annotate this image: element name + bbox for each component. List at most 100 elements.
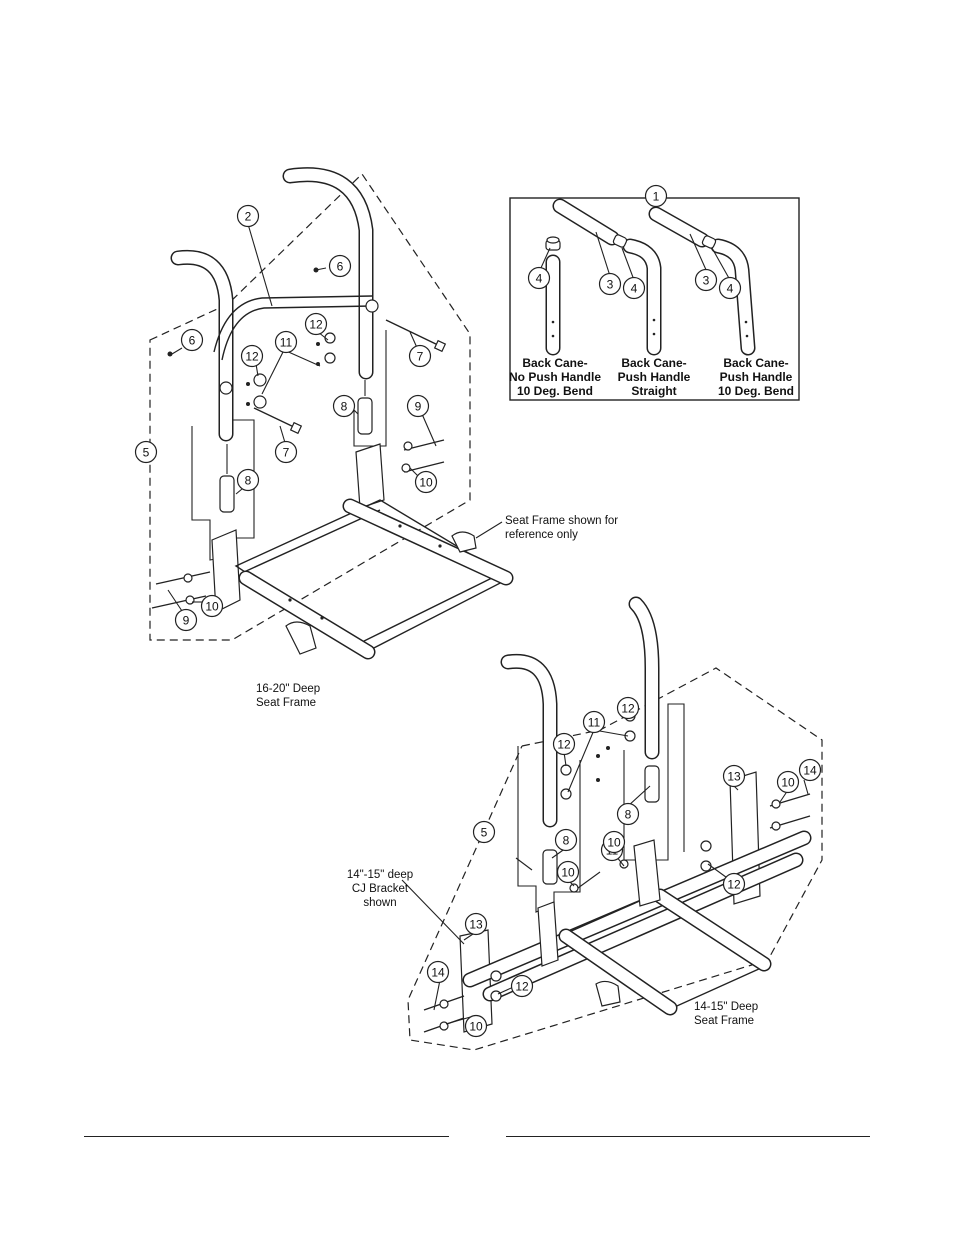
- svg-text:6: 6: [337, 260, 344, 274]
- top-assembly-caption-line-1: Seat Frame: [256, 697, 316, 709]
- callout-top-10: 9: [406, 394, 430, 418]
- svg-text:12: 12: [309, 318, 323, 332]
- svg-text:5: 5: [143, 446, 150, 460]
- callout-top-6: 7: [408, 344, 432, 368]
- svg-text:13: 13: [469, 918, 483, 932]
- callout-bottom-0: 12: [616, 696, 640, 720]
- bottom-assembly-caption-line-1: Seat Frame: [694, 1015, 754, 1027]
- footer-rule-left: [84, 1136, 449, 1137]
- back-cane-no-push-handle: [545, 236, 561, 356]
- svg-text:8: 8: [625, 808, 632, 822]
- svg-text:12: 12: [621, 702, 635, 716]
- svg-text:10: 10: [781, 776, 795, 790]
- callout-bottom-8: 5: [472, 820, 496, 844]
- top-assembly-16-20-deep: [149, 167, 514, 660]
- inset-col2-line2: Push Handle: [618, 370, 691, 384]
- svg-text:4: 4: [631, 282, 638, 296]
- seat-frame-reference-note-line-1: reference only: [505, 529, 578, 541]
- svg-text:8: 8: [245, 474, 252, 488]
- cj-bracket-note-line-1: CJ Bracket: [352, 883, 409, 895]
- inset-col2-line1: Back Cane-: [621, 356, 686, 370]
- svg-text:14: 14: [803, 764, 817, 778]
- inset-col2-line3: Straight: [631, 384, 676, 398]
- svg-text:10: 10: [469, 1020, 483, 1034]
- svg-text:9: 9: [415, 400, 422, 414]
- inset-col3-line3: 10 Deg. Bend: [718, 384, 794, 398]
- callout-bottom-7: 14: [798, 758, 822, 782]
- callout-top-0: 2: [236, 204, 260, 228]
- svg-text:1: 1: [653, 190, 660, 204]
- callout-bottom-2: 12: [552, 732, 576, 756]
- callout-bottom-15: 14: [426, 960, 450, 984]
- svg-text:14: 14: [431, 966, 445, 980]
- callout-bottom-4: 8: [554, 828, 578, 852]
- svg-text:7: 7: [283, 446, 290, 460]
- callout-bottom-16: 10: [464, 1014, 488, 1038]
- back-cane-push-handle-straight: [552, 198, 662, 356]
- svg-text:10: 10: [561, 866, 575, 880]
- svg-text:2: 2: [245, 210, 252, 224]
- callout-top-3: 12: [240, 344, 264, 368]
- svg-text:6: 6: [189, 334, 196, 348]
- svg-text:9: 9: [183, 614, 190, 628]
- svg-text:10: 10: [205, 600, 219, 614]
- callout-top-7: 7: [274, 440, 298, 464]
- seat-frame-reference-note-line-0: Seat Frame shown for: [505, 515, 618, 527]
- callout-top-9: 8: [236, 468, 260, 492]
- callout-bottom-5: 13: [722, 764, 746, 788]
- svg-text:3: 3: [703, 274, 710, 288]
- bottom-assembly-14-15-deep: [401, 596, 823, 1051]
- callout-inset-1: 1: [644, 184, 668, 208]
- svg-text:12: 12: [245, 350, 259, 364]
- callout-bottom-1: 11: [582, 710, 606, 734]
- inset-col3-line2: Push Handle: [720, 370, 793, 384]
- callout-inset-1-0: 3: [598, 272, 622, 296]
- svg-text:12: 12: [727, 878, 741, 892]
- callout-top-5: 12: [304, 312, 328, 336]
- callout-bottom-3: 8: [616, 802, 640, 826]
- callout-inset-1-1: 4: [622, 276, 646, 300]
- callout-bottom-12: 12: [722, 872, 746, 896]
- callout-top-1: 6: [328, 254, 352, 278]
- cj-bracket-note-line-2: shown: [363, 897, 396, 909]
- svg-text:12: 12: [557, 738, 571, 752]
- callout-top-4: 11: [274, 330, 298, 354]
- callout-top-2: 6: [180, 328, 204, 352]
- callout-bottom-9: 10: [556, 860, 580, 884]
- inset-col1-line2: No Push Handle: [509, 370, 601, 384]
- svg-text:11: 11: [588, 716, 601, 730]
- callout-top-11: 10: [414, 470, 438, 494]
- bottom-assembly-caption-line-0: 14-15" Deep: [694, 1001, 758, 1013]
- svg-text:10: 10: [607, 836, 621, 850]
- callout-bottom-14: 12: [510, 974, 534, 998]
- inset-col3-line1: Back Cane-: [723, 356, 788, 370]
- svg-text:10: 10: [419, 476, 433, 490]
- callout-inset-2-1: 4: [718, 276, 742, 300]
- cj-bracket-note-line-0: 14"-15" deep: [347, 869, 413, 881]
- svg-text:8: 8: [563, 834, 570, 848]
- callout-bottom-13: 13: [464, 912, 488, 936]
- svg-text:13: 13: [727, 770, 741, 784]
- inset-col1-line1: Back Cane-: [522, 356, 587, 370]
- inset-back-cane-options: Back Cane- No Push Handle 10 Deg. Bend B…: [509, 197, 800, 401]
- svg-text:4: 4: [727, 282, 734, 296]
- callout-bottom-11: 10: [602, 830, 626, 854]
- callout-inset-0-0: 4: [527, 266, 551, 290]
- callout-inset-2-0: 3: [694, 268, 718, 292]
- svg-text:4: 4: [536, 272, 543, 286]
- svg-text:7: 7: [417, 350, 424, 364]
- callout-top-14: 9: [174, 608, 198, 632]
- svg-text:11: 11: [280, 336, 293, 350]
- callout-top-12: 5: [134, 440, 158, 464]
- footer-rule-right: [506, 1136, 870, 1137]
- top-assembly-boundary: [149, 173, 471, 641]
- svg-text:8: 8: [341, 400, 348, 414]
- svg-text:5: 5: [481, 826, 488, 840]
- inset-col1-line3: 10 Deg. Bend: [517, 384, 593, 398]
- callout-bottom-6: 10: [776, 770, 800, 794]
- svg-text:3: 3: [607, 278, 614, 292]
- back-cane-push-handle-10deg: [648, 206, 756, 356]
